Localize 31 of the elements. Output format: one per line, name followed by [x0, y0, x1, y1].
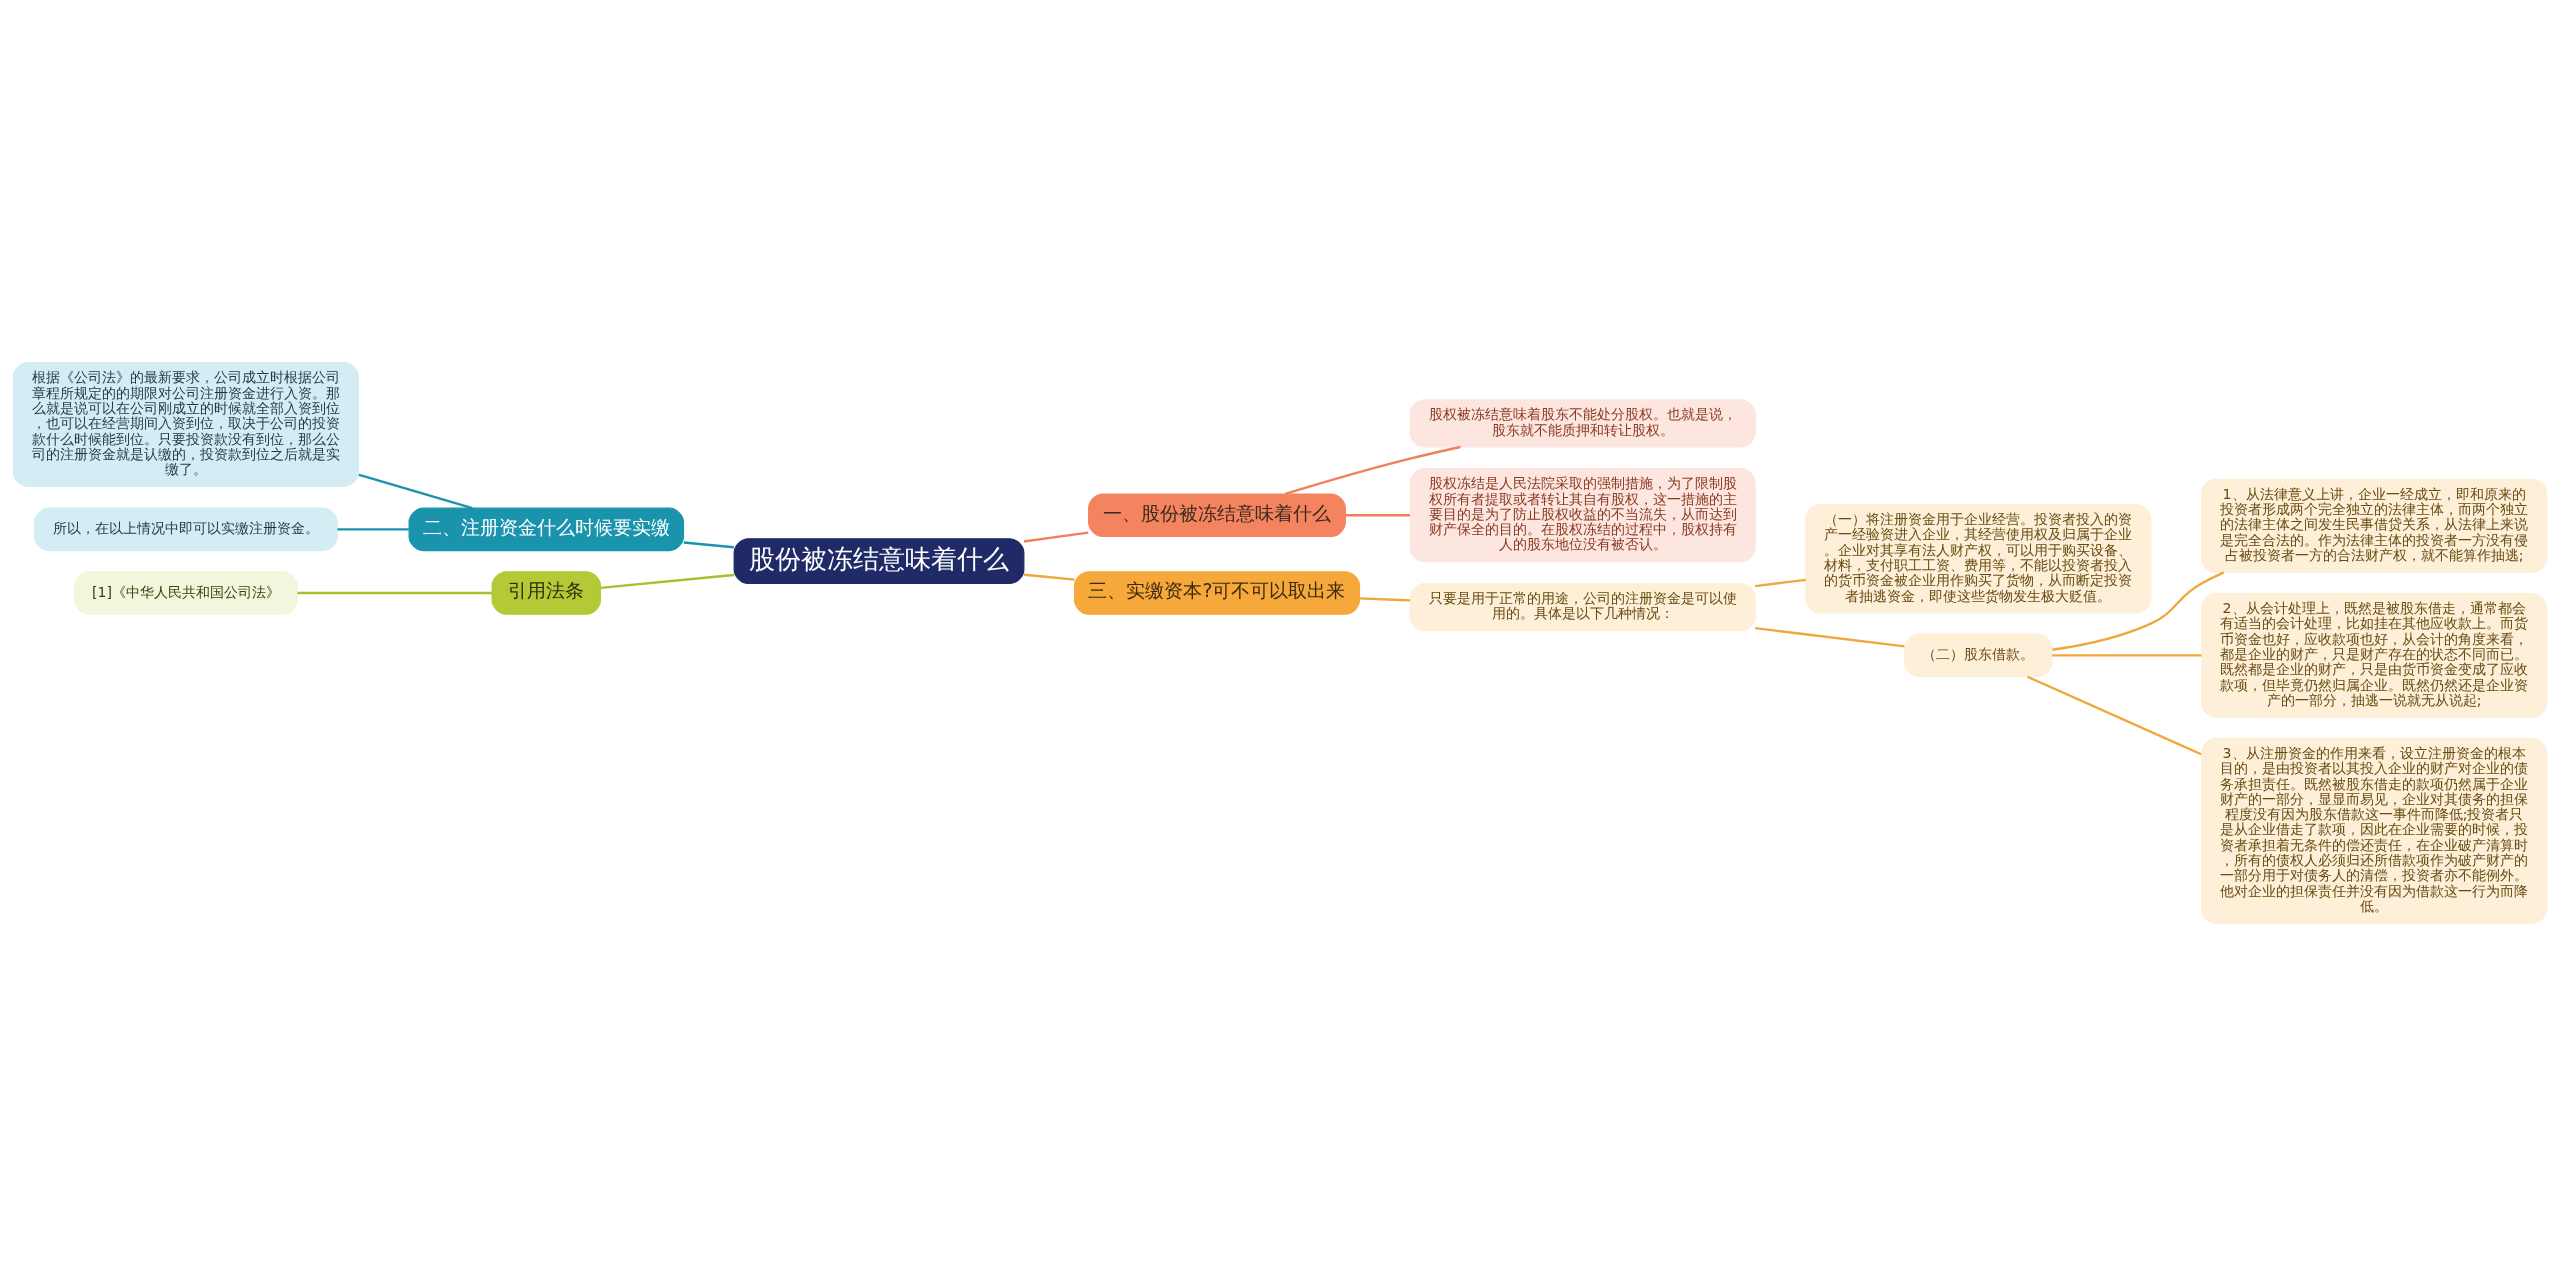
connector	[600, 573, 735, 589]
connector	[297, 591, 493, 594]
connector	[1023, 573, 1075, 581]
node-box: 引用法条	[491, 570, 602, 615]
node-box: 所以，在以上情况中即可以实缴注册资金。	[34, 507, 338, 551]
node-box: 三、实缴资本?可不可以取出来	[1073, 570, 1361, 615]
node-box: 二、注册资金什么时候要实缴	[408, 507, 685, 551]
connector	[1755, 578, 1806, 587]
node-box: 1、从法律意义上讲，企业一经成立，即和原来的投资者形成两个完全独立的法律主体，而两个独立的法律主体之间发生民事借贷关系，从法律上来说是完全合法的。作为法律主体的投资者一方没有侵占被投资者一方的合法财产权，就不能算作抽逃;	[2200, 478, 2548, 573]
connector	[1359, 596, 1411, 602]
node-box: 2、从会计处理上，既然是被股东借走，通常都会有适当的会计处理，比如挂在其他应收款上。而货币资金也好，应收款项也好，从会计的角度来看，都是企业的财产，只是财产存在的状态不同而已。既然都是企业的财产，只是由货币资金变成了应收款项，但毕竟仍然归属企业。既然仍然还是企业资产的一部分，抽逃一说就无从说起;	[2200, 592, 2548, 718]
connector	[2052, 570, 2225, 651]
connector	[2026, 675, 2202, 755]
connector	[1023, 531, 1089, 543]
connector	[1755, 626, 1905, 648]
node-box: 股权被冻结意味着股东不能处分股权。也就是说，股东就不能质押和转让股权。	[1409, 398, 1756, 447]
connector	[683, 540, 734, 548]
connector	[358, 473, 473, 509]
node-box: 只要是用于正常的用途，公司的注册资金是可以使用的。具体是以下几种情况：	[1409, 582, 1756, 631]
node-box: 一、股份被冻结意味着什么	[1088, 492, 1346, 537]
node-box: 股份被冻结意味着什么	[733, 537, 1025, 584]
connector	[2052, 653, 2202, 657]
node-box: （二）股东借款。	[1904, 633, 2053, 677]
connector	[1284, 445, 1461, 495]
node-box: 3、从注册资金的作用来看，设立注册资金的根本目的，是由投资者以其投入企业的财产对企业的债务承担责任。既然被股东借走的款项仍然属于企业财产的一部分，显显而易见，企业对其债务的担保程度没有因为股东借款这一事件而降低;投资者只是从企业借走了款项，因此在企业需要的时候，投资者承担着无条件的偿还责任，在企业破产清算时，所有的债权人必须归还所借款项作为破产财产的一部分用于对债务人的清偿，投资者亦不能例外。他对企业的担保责任并没有因为借款这一行为而降低。	[2200, 737, 2548, 924]
node-box: [1]《中华人民共和国公司法》	[74, 570, 298, 615]
connector	[1345, 513, 1410, 516]
node-box: 根据《公司法》的最新要求，公司成立时根据公司章程所规定的的期限对公司注册资金进行入资。那么就是说可以在公司刚成立的时候就全部入资到位，也可以在经营期间入资到位，取决于公司的投资款什么时候能到位。只要投资款没有到位，那么公司的注册资金就是认缴的，投资款到位之后就是实缴了。	[12, 361, 360, 487]
connector	[337, 527, 409, 531]
node-box: （一）将注册资金用于企业经营。投资者投入的资产一经验资进入企业，其经营使用权及归属于企业。企业对其享有法人财产权，可以用于购买设备、材料，支付职工工资、费用等，不能以投资者投入的货币资金被企业用作购买了货物，从而断定投资者抽逃资金，即使这些货物发生极大贬值。	[1805, 503, 2152, 614]
node-box: 股权冻结是人民法院采取的强制措施，为了限制股权所有者提取或者转让其自有股权，这一措施的主要目的是为了防止股权收益的不当流失，从而达到财产保全的目的。在股权冻结的过程中，股权持有人的股东地位没有被否认。	[1409, 467, 1756, 562]
